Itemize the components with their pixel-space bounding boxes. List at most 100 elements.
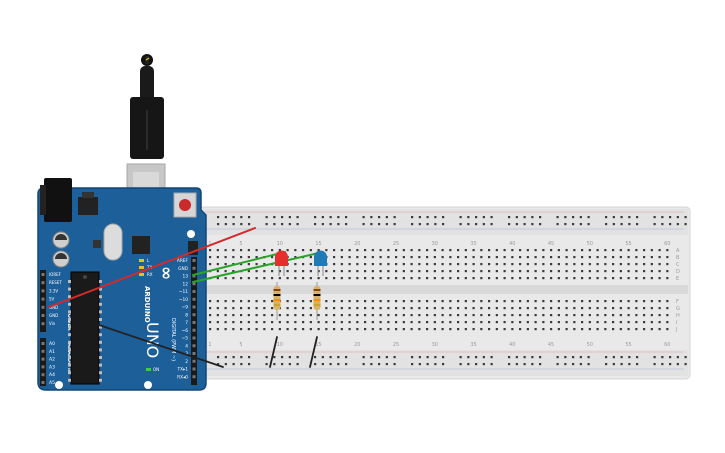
rail-hole[interactable]: [579, 223, 582, 226]
breadboard-hole[interactable]: [278, 277, 281, 280]
rail-hole[interactable]: [321, 223, 324, 226]
breadboard-hole[interactable]: [519, 249, 522, 252]
breadboard-hole[interactable]: [309, 328, 312, 331]
breadboard-hole[interactable]: [666, 300, 669, 303]
rail-hole[interactable]: [587, 216, 590, 219]
breadboard-hole[interactable]: [635, 263, 638, 266]
rail-hole[interactable]: [385, 356, 388, 359]
breadboard-hole[interactable]: [449, 300, 452, 303]
breadboard-hole[interactable]: [596, 314, 599, 317]
breadboard-hole[interactable]: [635, 256, 638, 259]
breadboard-hole[interactable]: [340, 300, 343, 303]
breadboard-hole[interactable]: [433, 307, 436, 310]
rail-hole[interactable]: [321, 356, 324, 359]
breadboard-hole[interactable]: [573, 263, 576, 266]
rail-hole[interactable]: [605, 356, 608, 359]
breadboard-hole[interactable]: [542, 314, 545, 317]
breadboard-hole[interactable]: [457, 263, 460, 266]
rail-hole[interactable]: [579, 356, 582, 359]
breadboard-hole[interactable]: [294, 277, 297, 280]
breadboard-hole[interactable]: [340, 249, 343, 252]
breadboard-hole[interactable]: [247, 307, 250, 310]
arduino-uno-board[interactable]: L TX RX ON ∞ ARDUINO UNO DIGITAL (PWM ~)…: [37, 178, 207, 391]
breadboard-hole[interactable]: [612, 256, 615, 259]
breadboard-hole[interactable]: [255, 328, 258, 331]
breadboard-hole[interactable]: [573, 328, 576, 331]
breadboard-hole[interactable]: [619, 321, 622, 324]
breadboard-hole[interactable]: [433, 249, 436, 252]
rail-hole[interactable]: [531, 216, 534, 219]
breadboard-hole[interactable]: [209, 263, 212, 266]
rail-hole[interactable]: [490, 223, 493, 226]
breadboard-hole[interactable]: [619, 270, 622, 273]
rail-hole[interactable]: [459, 216, 462, 219]
breadboard-hole[interactable]: [364, 256, 367, 259]
breadboard-hole[interactable]: [247, 249, 250, 252]
breadboard-hole[interactable]: [232, 307, 235, 310]
rail-hole[interactable]: [281, 223, 284, 226]
breadboard-hole[interactable]: [449, 249, 452, 252]
header-pin[interactable]: [41, 281, 45, 285]
breadboard-hole[interactable]: [526, 263, 529, 266]
breadboard-hole[interactable]: [379, 249, 382, 252]
breadboard-hole[interactable]: [263, 328, 266, 331]
breadboard-hole[interactable]: [550, 270, 553, 273]
breadboard-hole[interactable]: [418, 328, 421, 331]
rail-hole[interactable]: [232, 216, 235, 219]
breadboard-hole[interactable]: [627, 300, 630, 303]
breadboard-hole[interactable]: [635, 300, 638, 303]
breadboard-hole[interactable]: [402, 307, 405, 310]
rail-hole[interactable]: [653, 216, 656, 219]
breadboard-hole[interactable]: [232, 277, 235, 280]
breadboard-hole[interactable]: [488, 256, 491, 259]
rail-hole[interactable]: [531, 363, 534, 366]
breadboard-hole[interactable]: [495, 263, 498, 266]
rail-hole[interactable]: [442, 216, 445, 219]
rail-hole[interactable]: [434, 363, 437, 366]
breadboard-hole[interactable]: [519, 328, 522, 331]
rail-hole[interactable]: [314, 363, 317, 366]
breadboard-hole[interactable]: [232, 300, 235, 303]
breadboard-hole[interactable]: [317, 328, 320, 331]
rail-hole[interactable]: [393, 216, 396, 219]
breadboard-hole[interactable]: [619, 328, 622, 331]
breadboard-hole[interactable]: [426, 263, 429, 266]
rail-hole[interactable]: [539, 356, 542, 359]
rail-hole[interactable]: [393, 356, 396, 359]
rail-hole[interactable]: [587, 223, 590, 226]
breadboard-hole[interactable]: [581, 263, 584, 266]
rail-hole[interactable]: [467, 363, 470, 366]
header-pin[interactable]: [41, 314, 45, 317]
breadboard-hole[interactable]: [464, 321, 467, 324]
breadboard-hole[interactable]: [418, 321, 421, 324]
breadboard-hole[interactable]: [395, 249, 398, 252]
breadboard-hole[interactable]: [503, 307, 506, 310]
breadboard-hole[interactable]: [449, 321, 452, 324]
breadboard-hole[interactable]: [271, 249, 274, 252]
breadboard-hole[interactable]: [224, 256, 227, 259]
breadboard-hole[interactable]: [441, 300, 444, 303]
header-pin[interactable]: [192, 344, 196, 348]
rail-hole[interactable]: [531, 356, 534, 359]
breadboard-hole[interactable]: [402, 328, 405, 331]
breadboard-hole[interactable]: [604, 328, 607, 331]
breadboard-hole[interactable]: [240, 307, 243, 310]
breadboard-hole[interactable]: [519, 307, 522, 310]
rail-hole[interactable]: [587, 363, 590, 366]
breadboard-hole[interactable]: [216, 328, 219, 331]
rail-hole[interactable]: [337, 223, 340, 226]
breadboard-hole[interactable]: [573, 307, 576, 310]
rail-hole[interactable]: [636, 356, 639, 359]
red-led[interactable]: [275, 250, 288, 276]
header-pin[interactable]: [192, 359, 196, 363]
rail-hole[interactable]: [345, 356, 348, 359]
rail-hole[interactable]: [612, 216, 615, 219]
breadboard-hole[interactable]: [426, 314, 429, 317]
breadboard-hole[interactable]: [402, 256, 405, 259]
breadboard-hole[interactable]: [433, 328, 436, 331]
breadboard-hole[interactable]: [418, 314, 421, 317]
breadboard-hole[interactable]: [534, 277, 537, 280]
rail-hole[interactable]: [248, 223, 251, 226]
rail-hole[interactable]: [411, 363, 414, 366]
breadboard-hole[interactable]: [635, 270, 638, 273]
